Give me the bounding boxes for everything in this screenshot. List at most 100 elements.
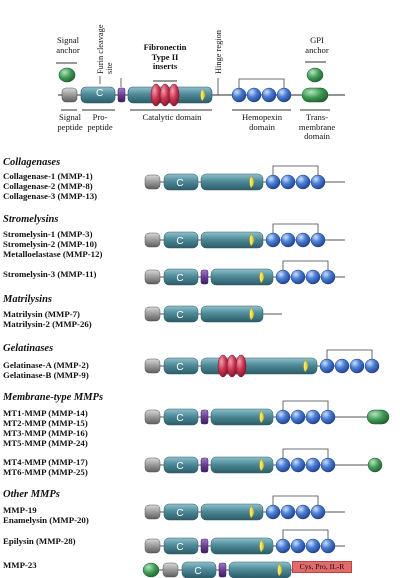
catalytic-c-label: C xyxy=(176,310,183,321)
hemopexin-blade-shape xyxy=(275,269,291,285)
member-stromelysin-3: Stromelysin-3 (MMP-11) xyxy=(3,269,97,279)
hemopexin-blade-shape xyxy=(295,232,311,248)
catalytic-c-label: C xyxy=(176,362,183,373)
catalytic-domain-shape xyxy=(200,231,264,249)
fibronectin-insert-shape xyxy=(217,354,229,378)
hemopexin-blade-shape xyxy=(305,538,321,554)
hemopexin-blade-shape xyxy=(290,457,306,473)
hemopexin-blade-shape xyxy=(246,87,262,103)
zinc-site-shape xyxy=(259,539,265,553)
hemopexin-blade-shape xyxy=(305,457,321,473)
label-hinge-region: Hinge region xyxy=(214,30,223,74)
catalytic-c-label: C xyxy=(176,413,183,424)
member-enamelysin: Enamelysin (MMP-20) xyxy=(3,515,89,525)
hemopexin-blade-shape xyxy=(275,457,291,473)
zinc-site-shape xyxy=(200,88,206,102)
member-collagenase-3: Collagenase-3 (MMP-13) xyxy=(3,191,98,201)
hemopexin-blade-shape xyxy=(275,538,291,554)
hemopexin-blade-shape xyxy=(280,174,296,190)
signal-peptide-shape xyxy=(144,306,161,322)
label-signal-anchor: Signal anchor xyxy=(56,35,80,55)
fibronectin-insert-shape xyxy=(235,354,247,378)
propeptide-shape xyxy=(163,268,199,286)
hemopexin-blade-shape xyxy=(334,358,350,374)
catalytic-domain-shape xyxy=(210,268,274,286)
hemopexin-blade-shape xyxy=(265,232,281,248)
member-mmp-23: MMP-23 xyxy=(3,560,37,570)
hemopexin-blade-shape xyxy=(295,504,311,520)
member-mt5-mmp: MT5-MMP (MMP-24) xyxy=(3,438,88,448)
transmembrane-shape xyxy=(366,409,390,425)
propeptide-shape xyxy=(181,561,217,578)
hemopexin-disulfide-bracket xyxy=(272,165,319,176)
zinc-site-shape xyxy=(259,410,265,424)
signal-peptide-shape xyxy=(61,87,78,103)
hemopexin-disulfide-bracket xyxy=(282,448,329,459)
member-mt4-mmp: MT4-MMP (MMP-17) xyxy=(3,457,88,467)
member-gelatinase-a: Gelatinase-A (MMP-2) xyxy=(3,360,89,370)
member-mmp-19: MMP-19 xyxy=(3,505,37,515)
signal-peptide-shape xyxy=(144,538,161,554)
catalytic-c-label: C xyxy=(194,566,201,577)
catalytic-domain-shape xyxy=(200,305,264,323)
hemopexin-blade-shape xyxy=(280,504,296,520)
member-mt1-mmp: MT1-MMP (MMP-14) xyxy=(3,408,88,418)
catalytic-domain-shape xyxy=(210,537,274,555)
fibronectin-insert-shape xyxy=(150,83,162,107)
hemopexin-blade-shape xyxy=(231,87,247,103)
hemopexin-blade-shape xyxy=(305,269,321,285)
signal-peptide-shape xyxy=(144,174,161,190)
furin-site-shape xyxy=(200,269,209,285)
propeptide-shape xyxy=(163,173,199,191)
hemopexin-blade-shape xyxy=(320,538,336,554)
propeptide-shape xyxy=(163,305,199,323)
furin-site-shape xyxy=(200,538,209,554)
hemopexin-blade-shape xyxy=(364,358,380,374)
member-epilysin: Epilysin (MMP-28) xyxy=(3,536,76,546)
signal-peptide-shape xyxy=(162,562,179,578)
label-c-legend: C xyxy=(96,88,104,99)
hemopexin-blade-shape xyxy=(320,457,336,473)
fibronectin-insert-shape xyxy=(168,83,180,107)
catalytic-c-label: C xyxy=(176,542,183,553)
hemopexin-blade-shape xyxy=(276,87,292,103)
member-mt3-mmp: MT3-MMP (MMP-16) xyxy=(3,428,88,438)
catalytic-domain-shape xyxy=(200,503,264,521)
furin-site-shape xyxy=(218,562,227,578)
propeptide-shape xyxy=(163,231,199,249)
furin-site-shape xyxy=(200,457,209,473)
hemopexin-disulfide-bracket xyxy=(272,495,319,506)
member-collagenase-2: Collagenase-2 (MMP-8) xyxy=(3,181,93,191)
zinc-site-shape xyxy=(259,458,265,472)
group-title-collagenases: Collagenases xyxy=(3,157,61,168)
transmembrane-shape xyxy=(301,87,329,103)
signal-anchor-shape xyxy=(58,67,76,83)
gpi-anchor-shape xyxy=(306,67,324,83)
member-matrilysin: Matrilysin (MMP-7) xyxy=(3,309,80,319)
catalytic-domain-shape xyxy=(228,561,292,578)
zinc-site-shape xyxy=(249,505,255,519)
member-stromelysin-2: Stromelysin-2 (MMP-10) xyxy=(3,239,97,249)
label-propeptide: Pro- peptide xyxy=(87,112,113,132)
member-metalloelastase: Metalloelastase (MMP-12) xyxy=(3,249,103,259)
hemopexin-blade-shape xyxy=(320,409,336,425)
gpi-anchor-shape xyxy=(367,457,383,473)
label-transmembrane-domain: Trans- membrane domain xyxy=(298,112,336,142)
cys-pro-il-r-box: Cys, Pro, IL-R xyxy=(292,561,352,573)
hemopexin-blade-shape xyxy=(310,174,326,190)
member-matrilysin-2: Matrilysin-2 (MMP-26) xyxy=(3,319,92,329)
fibronectin-insert-shape xyxy=(159,83,171,107)
hemopexin-blade-shape xyxy=(310,232,326,248)
hemopexin-blade-shape xyxy=(320,269,336,285)
propeptide-shape xyxy=(163,456,199,474)
group-title-other-mmps: Other MMPs xyxy=(3,489,60,500)
member-mt6-mmp: MT6-MMP (MMP-25) xyxy=(3,467,88,477)
label-fibronectin-inserts: Fibronectin Type II inserts xyxy=(143,42,187,72)
zinc-site-shape xyxy=(249,233,255,247)
group-title-matrilysins: Matrilysins xyxy=(3,294,53,305)
propeptide-shape xyxy=(163,503,199,521)
hemopexin-disulfide-bracket xyxy=(282,260,329,271)
zinc-site-shape xyxy=(303,359,309,373)
zinc-site-shape xyxy=(249,175,255,189)
hemopexin-blade-shape xyxy=(310,504,326,520)
